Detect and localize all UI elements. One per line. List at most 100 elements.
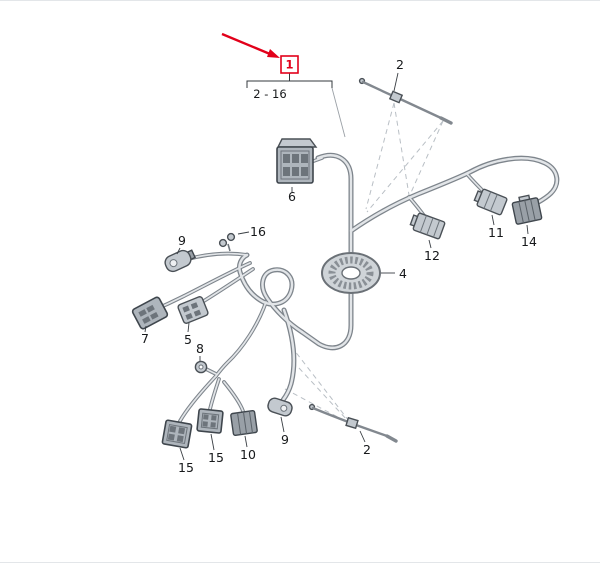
connector-pin (193, 309, 202, 317)
part-label-11[interactable]: 11 (488, 225, 504, 240)
part-label-2-bottom[interactable]: 2 (363, 442, 371, 457)
guide-line (290, 345, 350, 422)
connector-pin (169, 425, 177, 433)
leader-line (179, 447, 185, 461)
tie-tail (385, 434, 398, 443)
callout-item-box[interactable] (280, 55, 299, 74)
connector-pin (178, 427, 186, 435)
connector-pin (283, 154, 290, 163)
leader-line (210, 433, 215, 451)
part-label-15-mid[interactable]: 15 (208, 450, 224, 465)
leader-line (393, 72, 399, 92)
clip-ring (218, 238, 228, 248)
leader-line (428, 239, 432, 249)
part-label-8[interactable]: 8 (196, 341, 204, 356)
range-bracket (246, 80, 333, 88)
connector-11[interactable] (473, 187, 508, 216)
tie-head (388, 90, 404, 104)
callout-range-text: 2 - 16 (253, 87, 286, 101)
connector-6[interactable] (276, 138, 318, 184)
connector-frame (280, 150, 310, 180)
connector-14[interactable] (511, 194, 543, 225)
part-label-5[interactable]: 5 (184, 332, 192, 347)
connector-pin (301, 167, 308, 176)
selection-callout: 1 2 - 16 (221, 32, 333, 101)
connector-pin (210, 422, 216, 428)
part-label-4[interactable]: 4 (399, 266, 407, 281)
connector-rib (518, 201, 524, 224)
connector-5[interactable] (177, 296, 209, 324)
grommet-hatch-ring (328, 256, 374, 290)
dashed-guide-lines (284, 102, 444, 423)
connector-body (131, 296, 169, 330)
connector-rib (490, 194, 498, 212)
connector-pin (138, 309, 147, 317)
guide-line (366, 120, 444, 213)
leader-line (176, 247, 181, 255)
connector-rib (432, 220, 441, 238)
leader-lines (144, 72, 529, 461)
grommet-4[interactable] (321, 252, 381, 294)
connector-body (412, 212, 446, 240)
part-label-16[interactable]: 16 (250, 224, 266, 239)
guide-line (365, 102, 395, 210)
connector-pin (203, 414, 209, 420)
tie-head (345, 416, 359, 430)
connector-10[interactable] (230, 409, 258, 437)
part-label-12[interactable]: 12 (424, 248, 440, 263)
connector-top-face (276, 138, 318, 148)
connector-pin (167, 433, 175, 441)
part-label-9-lower[interactable]: 9 (281, 432, 289, 447)
connector-body (177, 296, 209, 324)
connector-body (476, 188, 508, 216)
connector-cavity (280, 404, 288, 412)
connector-rib (237, 412, 242, 435)
connector-pin (292, 154, 299, 163)
part-label-2-top[interactable]: 2 (396, 57, 404, 72)
connector-rib (419, 215, 427, 233)
cable-tie-bottom[interactable] (308, 403, 398, 443)
part-labels: 2 6 16 9 7 5 8 4 12 11 14 15 15 10 9 2 (141, 57, 537, 475)
clip-16[interactable] (218, 232, 236, 252)
part-label-9-upper[interactable]: 9 (178, 233, 186, 248)
leader-line (187, 322, 190, 333)
part-label-14[interactable]: 14 (521, 234, 537, 249)
callout-arrow-line (221, 32, 271, 56)
part-label-6[interactable]: 6 (288, 189, 296, 204)
connector-rib (483, 191, 492, 209)
grommet-hole (198, 364, 204, 370)
connector-frame (166, 423, 188, 445)
part-label-7[interactable]: 7 (141, 331, 149, 346)
connector-pin (211, 415, 217, 421)
guide-line (298, 367, 349, 422)
grommet-8[interactable] (194, 360, 208, 374)
connector-pin (283, 167, 290, 176)
connector-15-mid[interactable] (196, 408, 224, 434)
connector-pin (292, 167, 299, 176)
connector-9-upper[interactable] (163, 247, 197, 274)
callout-item-number[interactable]: 1 (285, 58, 293, 72)
bracket-leader-line (331, 87, 346, 138)
connector-pin (190, 302, 199, 310)
cable-tie-top[interactable] (358, 77, 453, 125)
part-label-10[interactable]: 10 (240, 447, 256, 462)
connector-7[interactable] (131, 296, 169, 330)
connector-9-lower[interactable] (266, 397, 293, 418)
connector-cavity (169, 259, 178, 268)
connector-pin (142, 316, 151, 324)
guide-line (393, 102, 410, 196)
clip-stem (227, 243, 231, 252)
connector-body (267, 397, 293, 417)
connector-15-left[interactable] (161, 419, 193, 449)
guide-line (408, 120, 444, 198)
connector-rib (524, 200, 530, 222)
leader-line (526, 224, 529, 235)
connector-12[interactable] (409, 211, 446, 240)
connector-pin (176, 435, 184, 443)
connector-pin (301, 154, 308, 163)
connector-rib (248, 411, 253, 433)
leader-line (144, 325, 147, 333)
connector-pin (150, 311, 159, 320)
part-label-15-left[interactable]: 15 (178, 460, 194, 475)
leader-line (491, 214, 495, 226)
